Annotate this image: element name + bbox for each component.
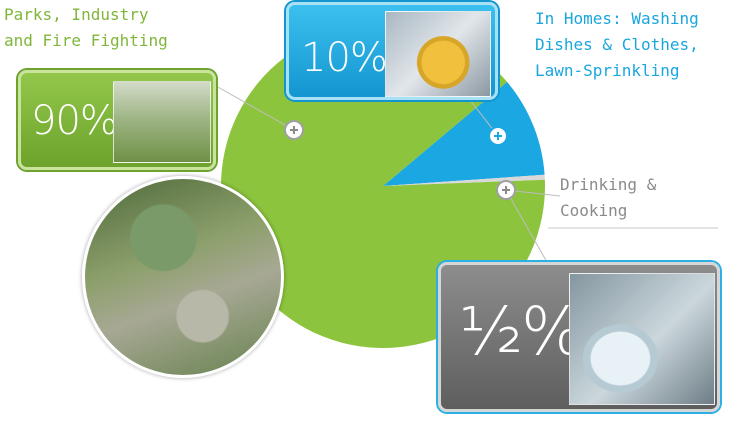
plus-circle-icon[interactable] [488, 126, 508, 146]
markers [284, 120, 516, 200]
dish-washing-photo [385, 11, 491, 97]
leader-line-parks [215, 85, 295, 131]
water-glass-photo [569, 273, 715, 405]
label-parks-industry: Parks, Industry and Fire Fighting [4, 5, 168, 50]
pie-slice-homes [383, 81, 545, 186]
callout-half-percent: ½% [438, 262, 720, 412]
label-in-homes: In Homes: Washing Dishes & Clothes, Lawn… [535, 9, 699, 80]
label-drinking-cooking: Drinking & Cooking [560, 175, 657, 220]
callout-10-percent: 10% [286, 2, 498, 100]
percent-value-10: 10% [301, 35, 388, 81]
plus-circle-icon[interactable] [284, 120, 304, 140]
pie-slice-drinking [383, 174, 545, 186]
leader-line-drinking-callout [505, 189, 549, 265]
callout-90-percent: 90% [18, 70, 216, 170]
plus-circle-icon[interactable] [496, 180, 516, 200]
aerial-photo-water-plant [82, 176, 284, 378]
percent-value-90: 90% [31, 98, 118, 144]
percent-value-half: ½% [459, 293, 584, 370]
sprinkler-photo [113, 81, 211, 163]
